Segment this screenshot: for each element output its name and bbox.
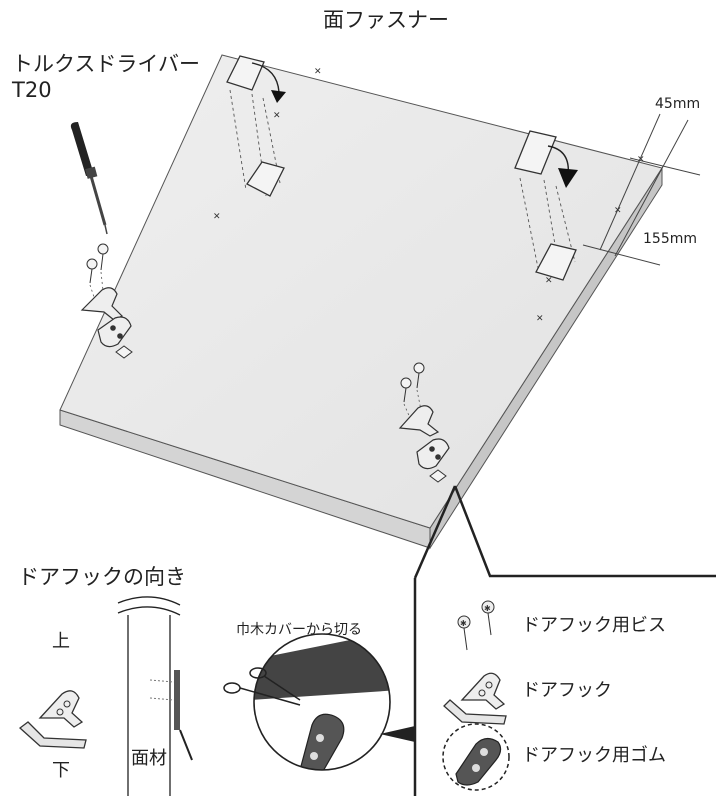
legend-item-screws: ドアフック用ビス xyxy=(522,615,666,636)
svg-text:✕: ✕ xyxy=(536,314,544,324)
bottom-label: 下 xyxy=(52,760,70,781)
surface-fastener-left xyxy=(226,55,286,197)
hook-orientation-title: ドアフックの向き xyxy=(18,565,186,589)
cut-zoom-circle xyxy=(223,633,415,771)
panel-material-figure xyxy=(117,596,193,796)
screw-hole-marks: ✕ ✕ ✕ ✕ ✕ ✕ ✕ xyxy=(213,67,645,324)
torx-screwdriver xyxy=(70,122,108,235)
legend-item-door-hook: ドアフック xyxy=(522,680,612,701)
svg-text:✕: ✕ xyxy=(314,67,322,77)
screws-icon: ✱ ✱ xyxy=(457,600,495,651)
svg-text:✕: ✕ xyxy=(545,276,553,286)
svg-text:✕: ✕ xyxy=(213,212,221,222)
door-hook-icon xyxy=(443,672,507,725)
hook-orientation-figure xyxy=(18,690,87,749)
parts-callout xyxy=(413,485,716,796)
dimension-155-label: 155mm xyxy=(643,231,697,247)
hook-assembly-right xyxy=(398,362,450,483)
legend-item-rubber: ドアフック用ゴム xyxy=(522,745,666,766)
panel-material-label: 面材 xyxy=(131,748,167,769)
svg-text:✕: ✕ xyxy=(614,206,622,216)
svg-text:✱: ✱ xyxy=(460,619,467,628)
hook-assembly-left xyxy=(80,243,133,359)
svg-text:✱: ✱ xyxy=(484,604,491,613)
dimension-45-label: 45mm xyxy=(655,96,701,112)
cut-instruction-label: 巾木カバーから切る xyxy=(236,622,362,638)
top-label: 上 xyxy=(52,631,70,652)
rubber-pad-icon xyxy=(442,723,510,791)
svg-text:✕: ✕ xyxy=(637,155,645,165)
screwdriver-label: トルクスドライバー xyxy=(12,52,200,76)
surface-fastener-right xyxy=(514,130,578,281)
svg-text:✕: ✕ xyxy=(273,111,281,121)
surface-fastener-label: 面ファスナー xyxy=(323,8,449,32)
screwdriver-model-label: T20 xyxy=(12,78,52,102)
panel-board xyxy=(59,54,663,550)
dimension-lines xyxy=(582,113,701,266)
